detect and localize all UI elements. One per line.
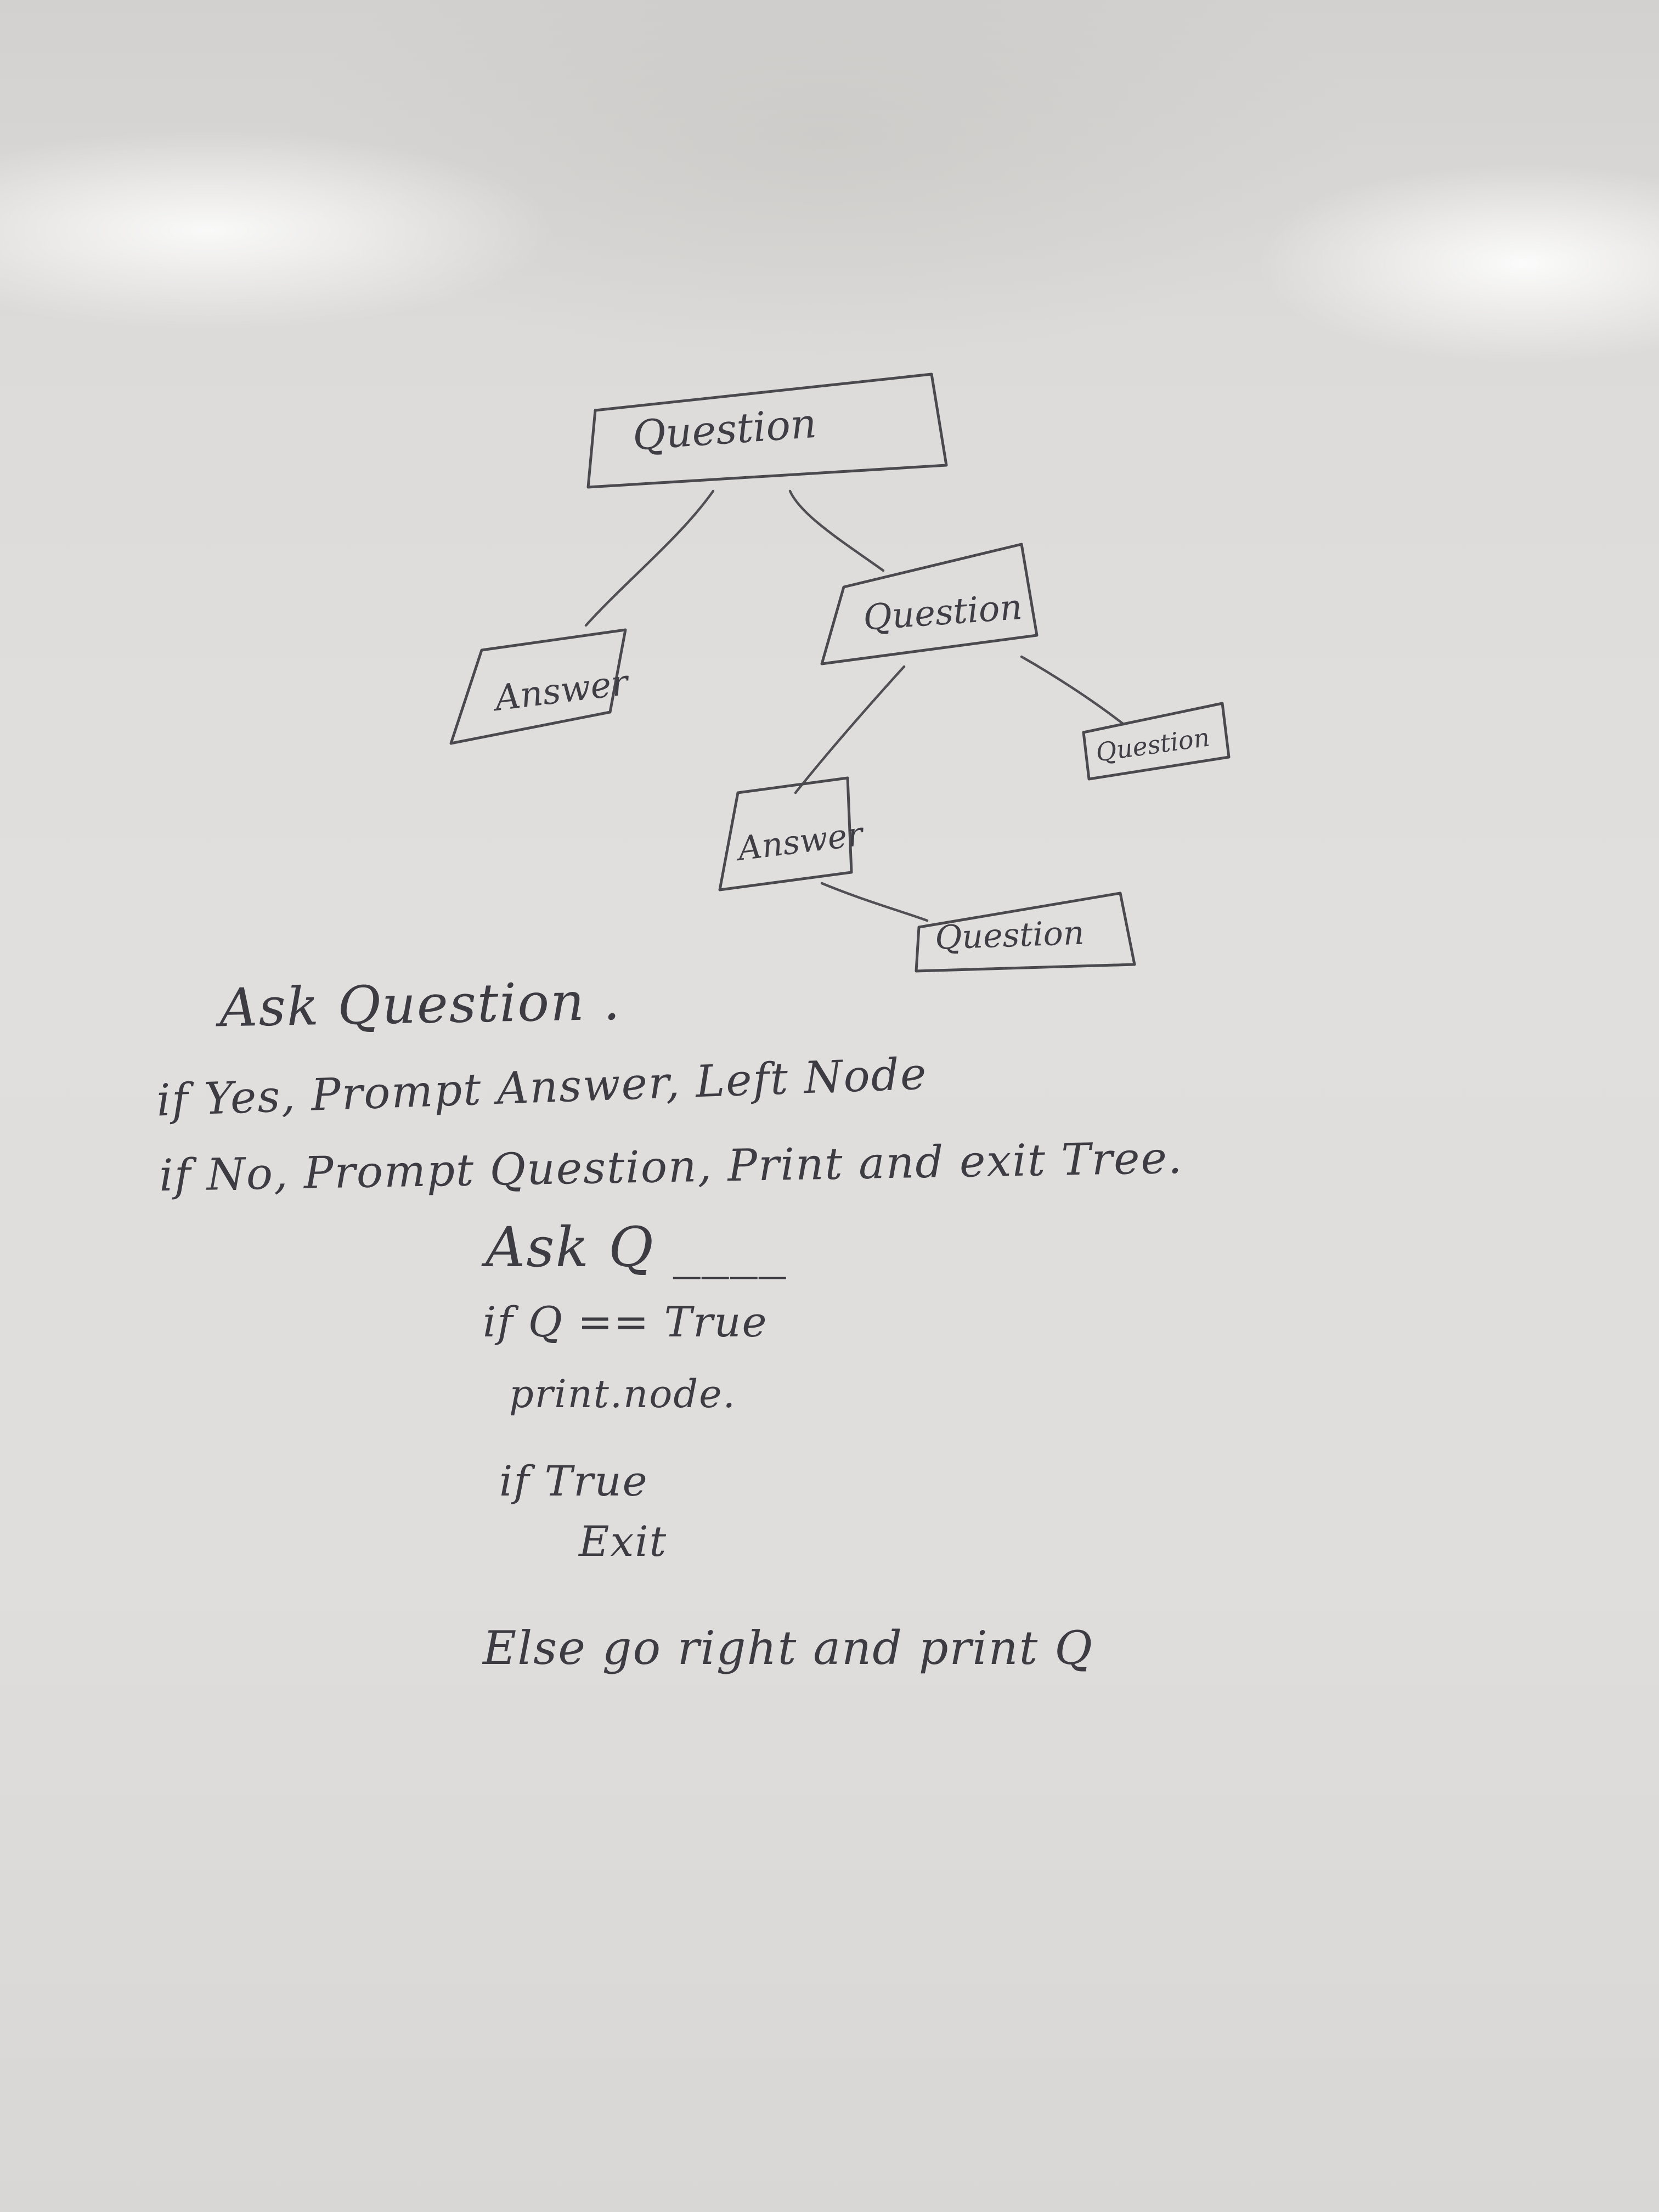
tree-node-left-answer: Answer [449, 628, 632, 745]
code-else: Else go right and print Q [483, 1621, 1093, 1675]
node-label: Answer [733, 815, 866, 868]
tree-node-rl-question: Question [915, 891, 1136, 973]
tree-node-rr-question: Question [1082, 702, 1231, 781]
edge-rl-answer-to-rl-question [820, 882, 929, 922]
edge-root-to-left-answer [584, 489, 715, 627]
edge-right-question-to-rr-question [1020, 655, 1125, 726]
tree-node-right-question: Question [820, 543, 1039, 665]
code-ask-q: Ask Q ____ [486, 1215, 787, 1279]
code-print-node: print.node. [509, 1372, 736, 1417]
node-label: Question [631, 400, 818, 460]
edge-right-question-to-rl-answer [794, 665, 906, 794]
tree-node-root: Question [586, 373, 948, 489]
edge-root-to-right-question [788, 489, 885, 572]
code-if-q-true: if Q == True [483, 1297, 768, 1346]
code-if-true: if True [499, 1457, 648, 1505]
node-label: Question [1094, 722, 1211, 768]
node-label: Question [934, 914, 1085, 957]
tree-node-rl-answer: Answer [718, 776, 867, 891]
note-ask-question: Ask Question . [219, 970, 622, 1039]
node-label: Question [862, 587, 1024, 639]
code-exit: Exit [579, 1517, 668, 1566]
